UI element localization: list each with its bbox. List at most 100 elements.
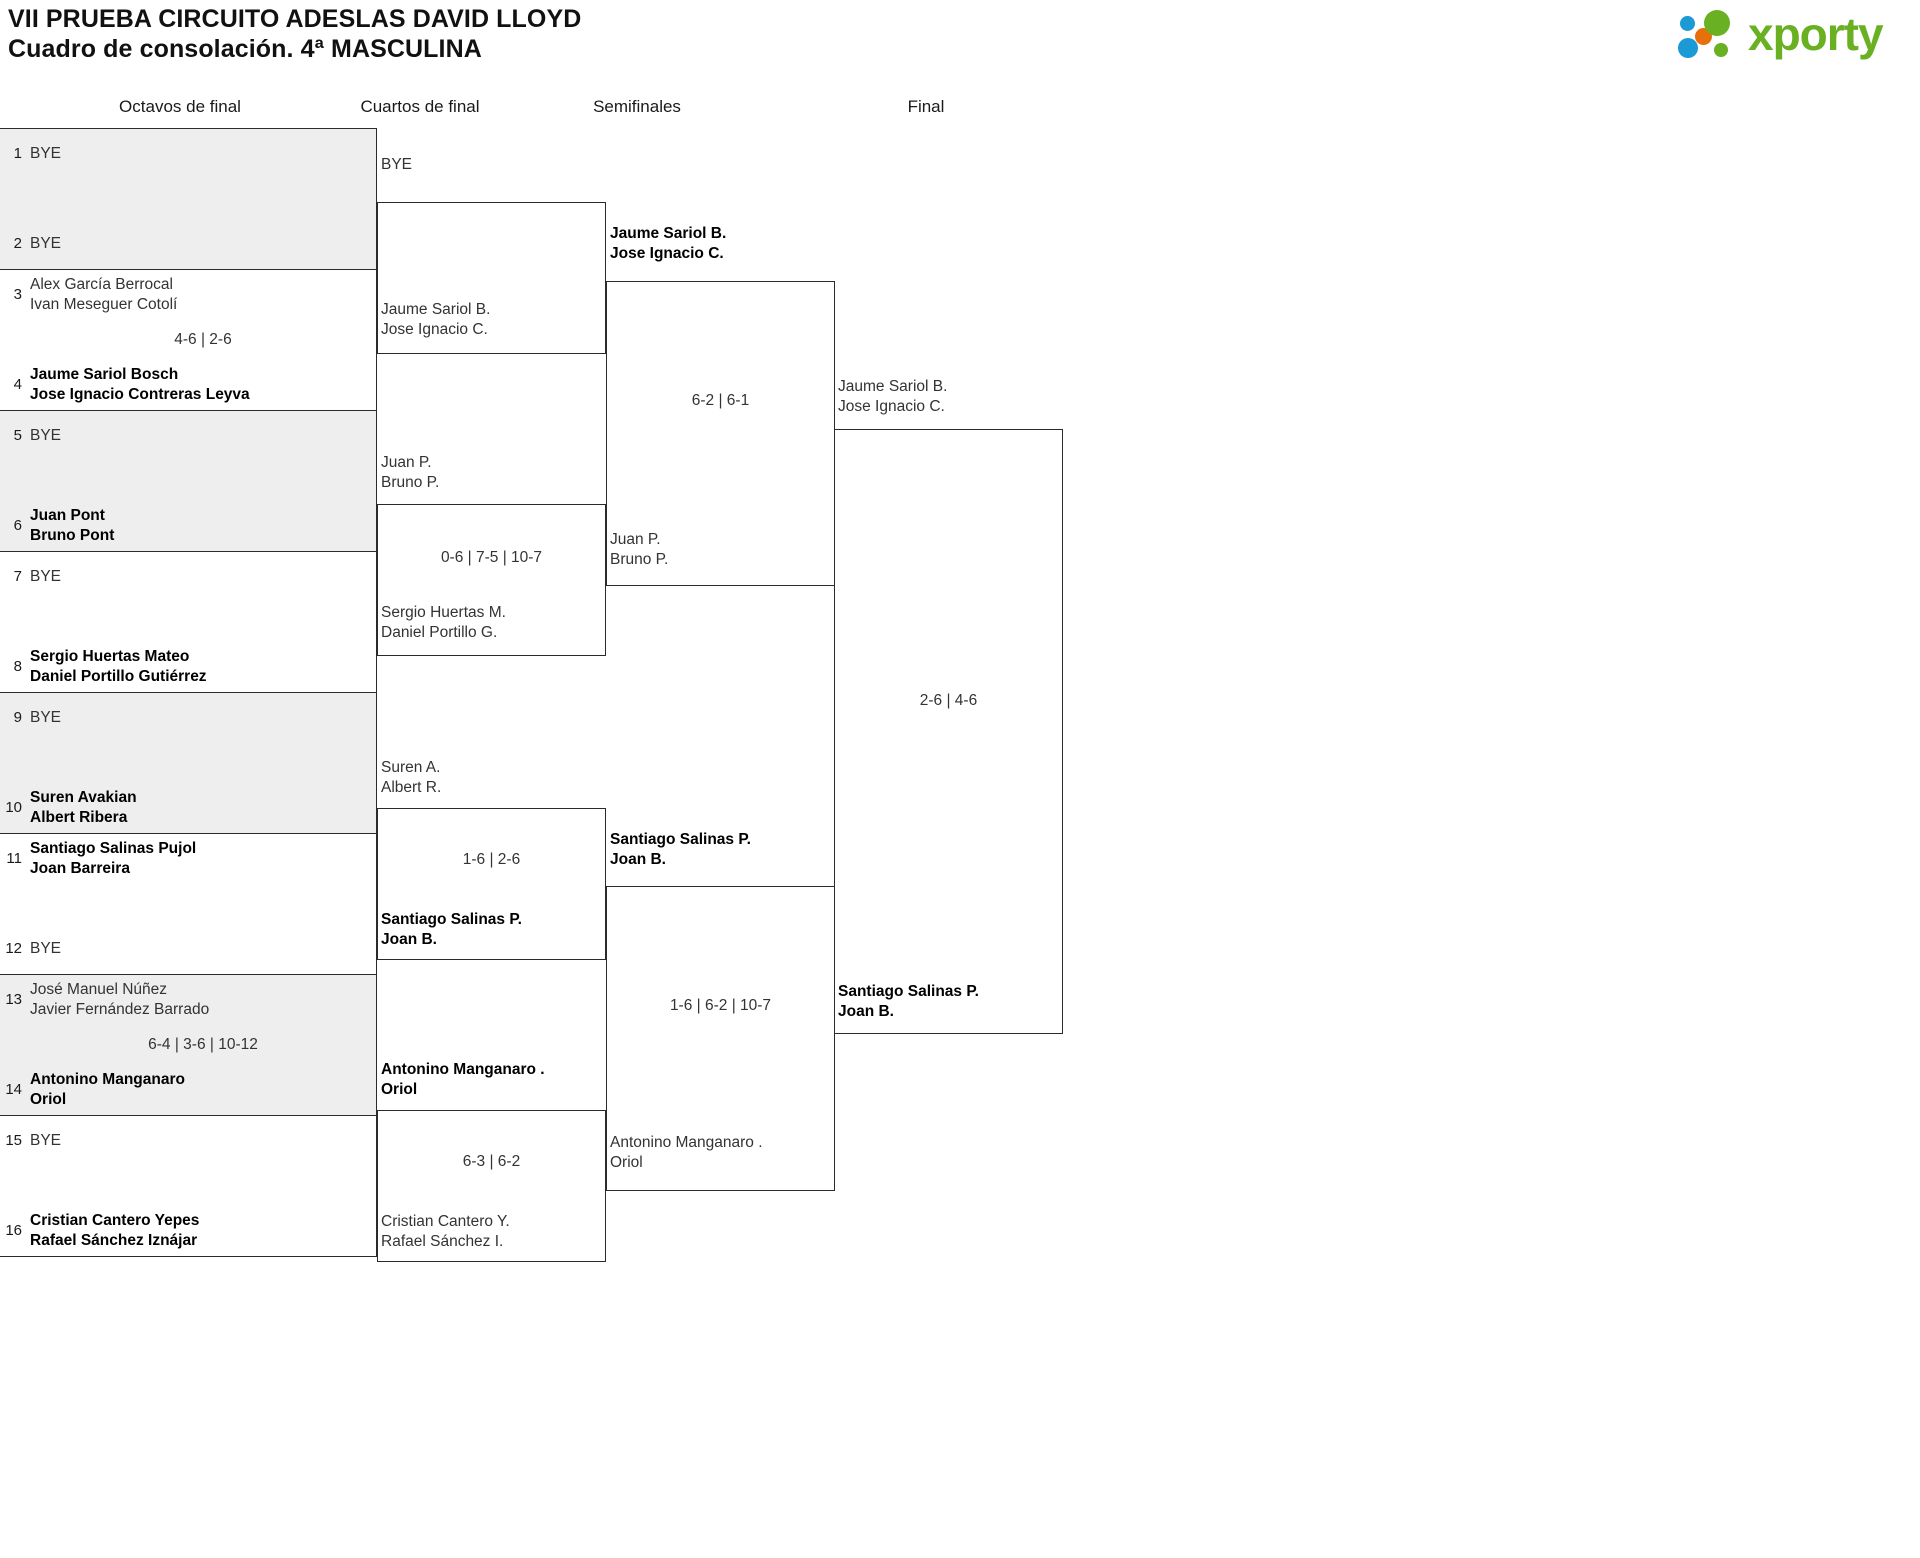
seed-name-1: BYE <box>30 940 62 957</box>
final-entrant[interactable]: Jaume Sariol B. Jose Ignacio C. <box>838 377 947 417</box>
seed-name-1: José Manuel Núñez <box>30 981 167 998</box>
cuartos-entrant[interactable]: Santiago Salinas P. Joan B. <box>381 910 522 950</box>
seed-row[interactable]: 6 Juan Pont Bruno Pont <box>0 501 376 551</box>
seed-block: 15 BYE 16 Cristian Cantero Yepes Rafael … <box>0 1115 377 1257</box>
entrant-name-1: Jaume Sariol B. <box>381 301 491 318</box>
seed-name-2: Albert Ribera <box>30 809 128 826</box>
seed-number: 3 <box>13 286 22 303</box>
match-score <box>0 1166 376 1206</box>
seed-name-2: Joan Barreira <box>30 860 130 877</box>
seed-name-1: BYE <box>30 709 62 726</box>
semifinal-matchbox[interactable]: 1-6 | 6-2 | 10-7 <box>606 886 835 1191</box>
entrant-name-2: Joan B. <box>381 931 437 948</box>
seed-number: 5 <box>13 427 22 444</box>
match-score: 2-6 | 4-6 <box>919 692 978 709</box>
seed-row[interactable]: 12 BYE <box>0 924 376 974</box>
seed-row[interactable]: 1 BYE <box>0 129 376 179</box>
match-score <box>0 179 376 219</box>
seed-names: BYE <box>28 939 376 959</box>
seed-name-1: Sergio Huertas Mateo <box>30 648 190 665</box>
seed-block: 11 Santiago Salinas Pujol Joan Barreira … <box>0 833 377 974</box>
entrant-name-2: Joan B. <box>838 1003 894 1020</box>
cuartos-matchbox[interactable]: 1-6 | 2-6 <box>377 808 606 960</box>
seed-number: 12 <box>5 940 22 957</box>
seed-name-1: BYE <box>30 1132 62 1149</box>
seed-name-2: Javier Fernández Barrado <box>30 1001 210 1018</box>
entrant-name-1: Suren A. <box>381 759 441 776</box>
xporty-logo[interactable]: xporty <box>1678 6 1908 62</box>
semifinal-entrant[interactable]: Antonino Manganaro . Oriol <box>610 1133 763 1173</box>
seed-names: Alex García Berrocal Ivan Meseguer Cotol… <box>28 275 376 315</box>
seed-block: 1 BYE 2 BYE <box>0 128 377 269</box>
cuartos-entrant[interactable]: Jaume Sariol B. Jose Ignacio C. <box>381 300 490 340</box>
seed-row[interactable]: 4 Jaume Sariol Bosch Jose Ignacio Contre… <box>0 360 376 410</box>
seed-name-1: BYE <box>30 145 62 162</box>
entrant-name-2: Jose Ignacio C. <box>838 398 945 415</box>
seed-row[interactable]: 10 Suren Avakian Albert Ribera <box>0 783 376 833</box>
semifinal-matchbox[interactable]: 6-2 | 6-1 <box>606 281 835 586</box>
cuartos-matchbox[interactable] <box>377 202 606 354</box>
entrant-name-1: Santiago Salinas P. <box>838 983 979 1000</box>
seed-name-2: Rafael Sánchez Iznájar <box>30 1232 198 1249</box>
seed-row[interactable]: 3 Alex García Berrocal Ivan Meseguer Cot… <box>0 270 376 320</box>
entrant-name-1: Antonino Manganaro . <box>610 1134 763 1151</box>
semifinal-entrant[interactable]: Santiago Salinas P. Joan B. <box>610 830 751 870</box>
seed-names: Juan Pont Bruno Pont <box>28 506 376 546</box>
cuartos-matchbox[interactable]: 6-3 | 6-2 <box>377 1110 606 1262</box>
cuartos-entrant[interactable]: Sergio Huertas M. Daniel Portillo G. <box>381 603 506 643</box>
entrant-name-2: Jose Ignacio C. <box>381 321 488 338</box>
entrant-name-1: Santiago Salinas P. <box>610 831 751 848</box>
seed-block: 13 José Manuel Núñez Javier Fernández Ba… <box>0 974 377 1115</box>
entrant-name-1: Jaume Sariol B. <box>610 225 727 242</box>
logo-wordmark: xporty <box>1748 8 1884 60</box>
seed-row[interactable]: 9 BYE <box>0 693 376 743</box>
cuartos-entrant[interactable]: BYE <box>381 155 412 175</box>
seed-row[interactable]: 16 Cristian Cantero Yepes Rafael Sánchez… <box>0 1206 376 1256</box>
seed-number: 13 <box>5 991 22 1008</box>
entrant-name-2: Jose Ignacio C. <box>610 245 724 262</box>
match-score: 6-2 | 6-1 <box>691 392 750 409</box>
seed-names: Cristian Cantero Yepes Rafael Sánchez Iz… <box>28 1211 376 1251</box>
seed-name-1: Juan Pont <box>30 507 105 524</box>
match-score <box>0 461 376 501</box>
final-matchbox[interactable]: 2-6 | 4-6 <box>834 429 1063 1034</box>
seed-row[interactable]: 7 BYE <box>0 552 376 602</box>
logo-dots-icon <box>1678 6 1750 62</box>
match-score: 0-6 | 7-5 | 10-7 <box>440 549 543 566</box>
seed-name-2: Bruno Pont <box>30 527 115 544</box>
seed-block: 5 BYE 6 Juan Pont Bruno Pont <box>0 410 377 551</box>
seed-row[interactable]: 8 Sergio Huertas Mateo Daniel Portillo G… <box>0 642 376 692</box>
entrant-name-2: Joan B. <box>610 851 666 868</box>
semifinal-entrant[interactable]: Juan P. Bruno P. <box>610 530 668 570</box>
cuartos-entrant[interactable]: Antonino Manganaro . Oriol <box>381 1060 545 1100</box>
match-score <box>0 602 376 642</box>
seed-block: 9 BYE 10 Suren Avakian Albert Ribera <box>0 692 377 833</box>
seed-names: José Manuel Núñez Javier Fernández Barra… <box>28 980 376 1020</box>
seed-names: BYE <box>28 234 376 254</box>
cuartos-matchbox[interactable]: 0-6 | 7-5 | 10-7 <box>377 504 606 656</box>
seed-name-2: Jose Ignacio Contreras Leyva <box>30 386 250 403</box>
seed-row[interactable]: 11 Santiago Salinas Pujol Joan Barreira <box>0 834 376 884</box>
cuartos-entrant[interactable]: Suren A. Albert R. <box>381 758 441 798</box>
seed-names: BYE <box>28 708 376 728</box>
seed-row[interactable]: 14 Antonino Manganaro Oriol <box>0 1065 376 1115</box>
seed-names: BYE <box>28 1131 376 1151</box>
seed-row[interactable]: 15 BYE <box>0 1116 376 1166</box>
seed-number: 11 <box>6 850 22 867</box>
seed-block: 7 BYE 8 Sergio Huertas Mateo Daniel Port… <box>0 551 377 692</box>
cuartos-entrant[interactable]: Cristian Cantero Y. Rafael Sánchez I. <box>381 1212 510 1252</box>
seed-row[interactable]: 13 José Manuel Núñez Javier Fernández Ba… <box>0 975 376 1025</box>
semifinal-entrant[interactable]: Jaume Sariol B. Jose Ignacio C. <box>610 224 726 264</box>
match-score <box>0 743 376 783</box>
seed-name-2: Ivan Meseguer Cotolí <box>30 296 178 313</box>
seed-row[interactable]: 2 BYE <box>0 219 376 269</box>
entrant-name-1: BYE <box>381 156 413 173</box>
match-score: 1-6 | 2-6 <box>462 851 521 868</box>
page-title: VII PRUEBA CIRCUITO ADESLAS DAVID LLOYD … <box>8 4 1208 64</box>
seed-block: 3 Alex García Berrocal Ivan Meseguer Cot… <box>0 269 377 410</box>
seed-names: BYE <box>28 144 376 164</box>
seed-row[interactable]: 5 BYE <box>0 411 376 461</box>
final-entrant-champion[interactable]: Santiago Salinas P. Joan B. <box>838 982 979 1022</box>
cuartos-entrant[interactable]: Juan P. Bruno P. <box>381 453 439 493</box>
tournament-subtitle: Cuadro de consolación. 4ª MASCULINA <box>8 35 482 63</box>
